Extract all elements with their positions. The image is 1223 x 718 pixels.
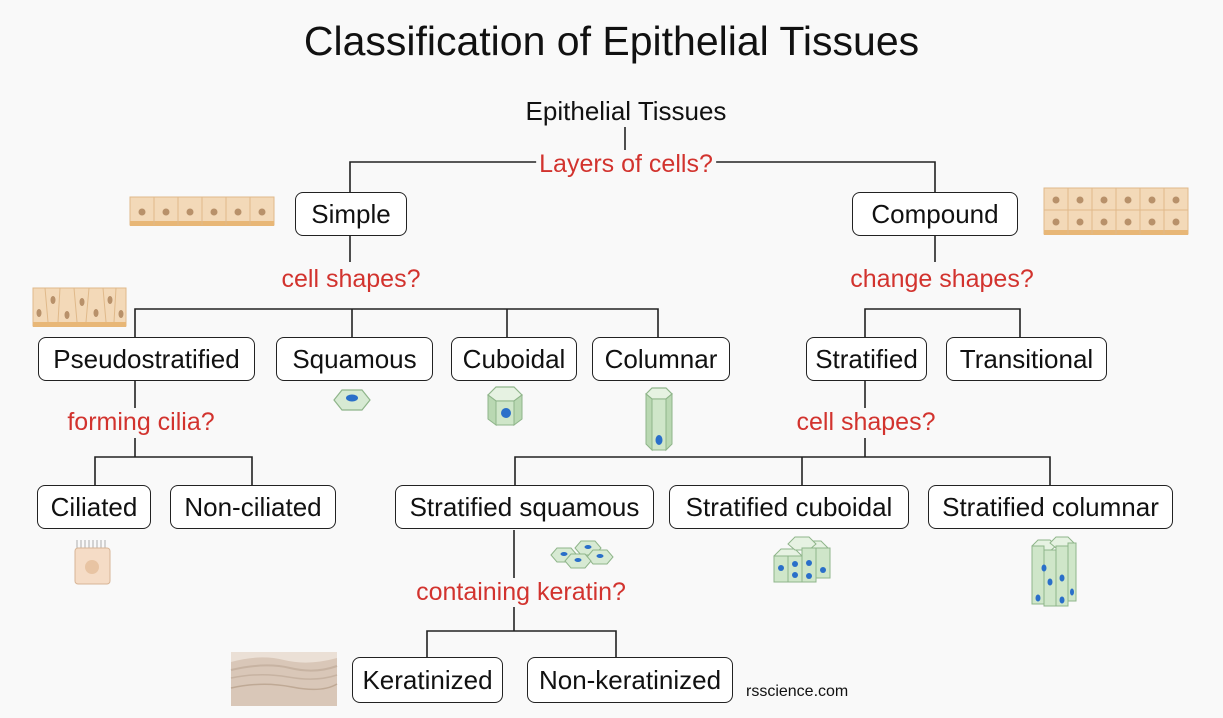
node-compound: Compound	[852, 192, 1018, 236]
node-ciliated: Ciliated	[37, 485, 151, 529]
stratified-columnar-cluster-icon	[1031, 536, 1077, 607]
node-stratified-cuboidal: Stratified cuboidal	[669, 485, 909, 529]
question-layers: Layers of cells?	[536, 150, 716, 179]
stratified-cuboidal-cluster-icon	[773, 536, 831, 583]
node-columnar: Columnar	[592, 337, 730, 381]
diagram-title: Classification of Epithelial Tissues	[303, 18, 920, 64]
watermark: rsscience.com	[746, 683, 849, 700]
question-compound-shapes: change shapes?	[847, 265, 1037, 294]
node-stratified: Stratified	[806, 337, 927, 381]
stratified-squamous-cluster-icon	[550, 540, 614, 569]
columnar-cell-icon	[645, 387, 673, 452]
simple-epithelium-icon	[129, 196, 275, 226]
question-simple-shapes: cell shapes?	[278, 265, 424, 294]
node-keratinized: Keratinized	[352, 657, 503, 703]
question-stratified-shapes: cell shapes?	[793, 408, 939, 437]
question-keratin: containing keratin?	[413, 578, 629, 607]
squamous-cell-icon	[333, 389, 371, 411]
question-cilia: forming cilia?	[64, 408, 218, 437]
node-stratified-columnar: Stratified columnar	[928, 485, 1173, 529]
node-squamous: Squamous	[276, 337, 433, 381]
ciliated-cell-icon	[74, 540, 111, 585]
node-stratified-squamous: Stratified squamous	[395, 485, 654, 529]
compound-epithelium-icon	[1043, 187, 1189, 235]
node-cuboidal: Cuboidal	[451, 337, 577, 381]
node-simple: Simple	[295, 192, 407, 236]
keratinized-tissue-icon	[230, 652, 338, 706]
connectors	[94, 127, 1051, 657]
node-non-keratinized: Non-keratinized	[527, 657, 733, 703]
node-non-ciliated: Non-ciliated	[170, 485, 336, 529]
node-pseudostratified: Pseudostratified	[38, 337, 255, 381]
node-transitional: Transitional	[946, 337, 1107, 381]
root-label: Epithelial Tissues	[525, 96, 727, 126]
cuboidal-cell-icon	[487, 386, 523, 426]
pseudostratified-epithelium-icon	[32, 287, 127, 327]
